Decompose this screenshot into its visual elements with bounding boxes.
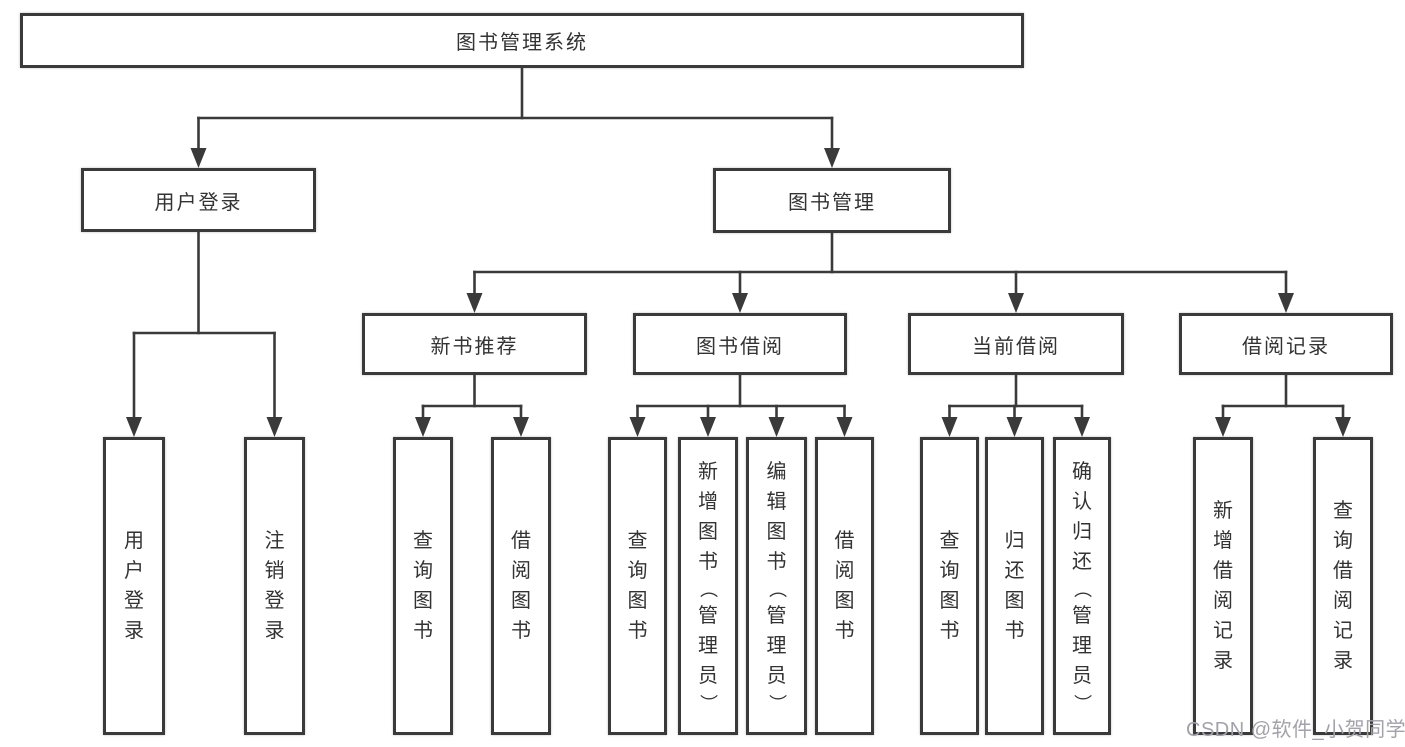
node-book-borrow-child-1: 新增图书（管理员） — [678, 437, 738, 735]
node-borrow-records-child-0: 新增借阅记录 — [1193, 437, 1253, 735]
node-current-borrow-child-0-label: 查询图书 — [939, 530, 960, 642]
node-user-login-child-1-label: 注销登录 — [264, 530, 285, 642]
node-book-mgmt-label: 图书管理 — [788, 192, 876, 214]
node-user-login-child-1: 注销登录 — [244, 437, 305, 735]
node-current-borrow-child-1: 归还图书 — [985, 437, 1044, 735]
node-borrow-records-child-1: 查询借阅记录 — [1313, 437, 1373, 735]
node-book-borrow-label: 图书借阅 — [696, 335, 784, 358]
node-new-books-child-1: 借阅图书 — [491, 437, 551, 735]
node-current-borrow-child-2-label: 确认归还（管理员） — [1072, 461, 1092, 712]
node-new-books-child-0: 查询图书 — [393, 437, 453, 735]
node-root: 图书管理系统 — [20, 13, 1024, 68]
node-current-borrow-child-2: 确认归还（管理员） — [1053, 437, 1111, 735]
node-book-borrow-child-3: 借阅图书 — [815, 437, 874, 735]
node-book-borrow-child-3-label: 借阅图书 — [834, 530, 855, 642]
node-current-borrow-label: 当前借阅 — [972, 335, 1060, 358]
node-book-borrow-child-0-label: 查询图书 — [627, 530, 648, 642]
node-user-login-child-0-label: 用户登录 — [124, 530, 144, 642]
node-new-books-child-1-label: 借阅图书 — [511, 530, 531, 642]
node-borrow-records: 借阅记录 — [1179, 313, 1393, 375]
node-current-borrow: 当前借阅 — [908, 313, 1124, 375]
node-borrow-records-child-0-label: 新增借阅记录 — [1213, 500, 1233, 672]
node-current-borrow-child-1-label: 归还图书 — [1004, 530, 1025, 642]
node-borrow-records-label: 借阅记录 — [1242, 335, 1330, 358]
node-book-mgmt: 图书管理 — [713, 168, 951, 233]
node-borrow-records-child-1-label: 查询借阅记录 — [1333, 500, 1353, 672]
node-book-borrow-child-2: 编辑图书（管理员） — [746, 437, 807, 735]
watermark: CSDN @软件_小贺同学 — [1186, 719, 1405, 741]
node-user-login-label: 用户登录 — [154, 191, 243, 214]
node-current-borrow-child-0: 查询图书 — [920, 437, 979, 735]
node-book-borrow: 图书借阅 — [633, 313, 847, 375]
node-book-borrow-child-0: 查询图书 — [608, 437, 667, 735]
node-user-login: 用户登录 — [81, 168, 316, 232]
node-new-books-child-0-label: 查询图书 — [413, 530, 433, 642]
node-root-label: 图书管理系统 — [456, 32, 588, 54]
node-book-borrow-child-2-label: 编辑图书（管理员） — [766, 461, 787, 712]
node-user-login-child-0: 用户登录 — [103, 437, 165, 735]
node-book-borrow-child-1-label: 新增图书（管理员） — [698, 461, 718, 712]
node-new-books: 新书推荐 — [362, 313, 587, 375]
node-new-books-label: 新书推荐 — [430, 335, 519, 358]
